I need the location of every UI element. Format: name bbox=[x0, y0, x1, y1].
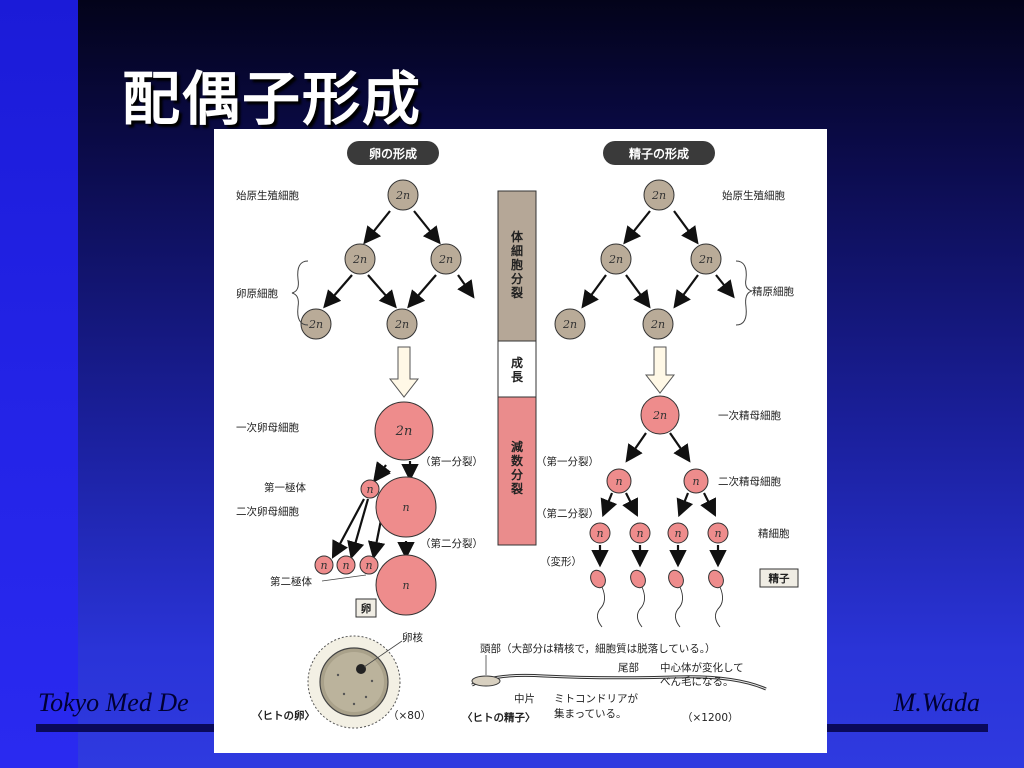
svg-text:n: n bbox=[365, 559, 372, 572]
svg-text:第二極体: 第二極体 bbox=[270, 575, 312, 588]
growth-arrow-right bbox=[644, 346, 676, 394]
svg-text:二次精母細胞: 二次精母細胞 bbox=[718, 475, 781, 488]
svg-text:分: 分 bbox=[511, 467, 523, 482]
oogenesis-pink-cells bbox=[314, 401, 437, 616]
oogenesis-tree bbox=[323, 210, 475, 560]
spermatogenesis-pink-cells bbox=[589, 395, 729, 544]
sperm-tails bbox=[597, 586, 723, 628]
gametogenesis-figure: 卵の形成 精子の形成 体 細 胞 分 裂 成 長 減 数 分 裂 bbox=[214, 129, 827, 753]
svg-text:2n: 2n bbox=[352, 253, 367, 266]
svg-text:集まっている。: 集まっている。 bbox=[554, 707, 627, 720]
stage-bar: 体 細 胞 分 裂 成 長 減 数 分 裂 bbox=[497, 190, 537, 546]
svg-text:2n: 2n bbox=[438, 253, 453, 266]
sperm-box: 精子 bbox=[759, 568, 799, 588]
svg-text:ミトコンドリアが: ミトコンドリアが bbox=[554, 692, 638, 705]
oogenesis-header: 卵の形成 bbox=[347, 141, 439, 165]
spermatogenesis-tree bbox=[581, 210, 735, 568]
svg-text:n: n bbox=[714, 527, 721, 540]
egg-box: 卵 bbox=[355, 598, 377, 618]
svg-text:べん毛になる。: べん毛になる。 bbox=[660, 676, 734, 688]
svg-text:n: n bbox=[636, 527, 643, 540]
svg-text:体: 体 bbox=[511, 229, 524, 244]
svg-text:2n: 2n bbox=[608, 253, 623, 266]
svg-text:n: n bbox=[596, 527, 603, 540]
svg-text:2n: 2n bbox=[395, 189, 410, 202]
svg-text:卵核: 卵核 bbox=[402, 631, 423, 644]
svg-text:（×80）: （×80） bbox=[388, 710, 431, 722]
human-sperm-illustration bbox=[471, 673, 767, 691]
spermatogenesis-header: 精子の形成 bbox=[603, 141, 715, 165]
slide-title: 配偶子形成 bbox=[122, 65, 423, 133]
svg-text:数: 数 bbox=[511, 453, 524, 468]
stage-growth bbox=[497, 340, 537, 398]
svg-text:頭部（大部分は精核で，細胞質は脱落している。）: 頭部（大部分は精核で，細胞質は脱落している。） bbox=[480, 642, 716, 655]
footer-author: M.Wada bbox=[893, 688, 980, 717]
oogenesis-gray-cells bbox=[300, 179, 462, 340]
svg-text:尾部: 尾部 bbox=[618, 661, 639, 674]
growth-arrow-left bbox=[388, 346, 420, 398]
svg-text:（×1200）: （×1200） bbox=[682, 712, 739, 724]
svg-text:長: 長 bbox=[511, 369, 524, 384]
svg-text:精子の形成: 精子の形成 bbox=[629, 146, 689, 161]
svg-text:始原生殖細胞: 始原生殖細胞 bbox=[722, 189, 785, 202]
svg-text:（第二分裂）: （第二分裂） bbox=[420, 537, 483, 550]
svg-text:（第一分裂）: （第一分裂） bbox=[536, 455, 599, 468]
svg-text:2n: 2n bbox=[562, 318, 577, 331]
svg-text:裂: 裂 bbox=[510, 481, 523, 496]
svg-text:n: n bbox=[366, 483, 373, 496]
svg-text:精子: 精子 bbox=[769, 572, 790, 585]
svg-text:細: 細 bbox=[511, 243, 523, 258]
footer-left-text: Tokyo Med De bbox=[38, 688, 189, 717]
svg-text:一次精母細胞: 一次精母細胞 bbox=[718, 409, 781, 422]
svg-text:n: n bbox=[674, 527, 681, 540]
spermatogenesis-gray-cells bbox=[554, 179, 722, 340]
svg-text:卵: 卵 bbox=[361, 602, 372, 615]
svg-text:一次卵母細胞: 一次卵母細胞 bbox=[236, 421, 299, 434]
svg-text:2n: 2n bbox=[651, 189, 666, 202]
svg-text:n: n bbox=[615, 475, 622, 488]
svg-text:n: n bbox=[402, 501, 409, 514]
svg-text:〈ヒトの精子〉: 〈ヒトの精子〉 bbox=[462, 711, 536, 724]
left-accent-bar bbox=[0, 0, 78, 768]
svg-text:（第二分裂）: （第二分裂） bbox=[536, 507, 599, 520]
human-egg-illustration bbox=[307, 635, 401, 729]
svg-text:（変形）: （変形） bbox=[540, 555, 582, 568]
svg-text:中心体が変化して: 中心体が変化して bbox=[660, 661, 744, 674]
svg-text:始原生殖細胞: 始原生殖細胞 bbox=[236, 189, 299, 202]
svg-text:2n: 2n bbox=[698, 253, 713, 266]
svg-text:卵の形成: 卵の形成 bbox=[369, 146, 417, 161]
svg-text:n: n bbox=[342, 559, 349, 572]
svg-text:n: n bbox=[320, 559, 327, 572]
svg-text:卵原細胞: 卵原細胞 bbox=[236, 287, 278, 300]
svg-text:二次卵母細胞: 二次卵母細胞 bbox=[236, 505, 299, 518]
svg-text:2n: 2n bbox=[650, 318, 665, 331]
svg-text:〈ヒトの卵〉: 〈ヒトの卵〉 bbox=[252, 709, 315, 722]
svg-text:2n: 2n bbox=[652, 409, 667, 422]
svg-text:中片: 中片 bbox=[514, 692, 535, 705]
svg-text:成: 成 bbox=[511, 355, 523, 370]
svg-text:分: 分 bbox=[511, 271, 523, 286]
svg-text:第一極体: 第一極体 bbox=[264, 481, 306, 494]
svg-text:n: n bbox=[692, 475, 699, 488]
svg-text:胞: 胞 bbox=[511, 257, 523, 272]
svg-text:2n: 2n bbox=[395, 424, 413, 439]
stage-meiosis bbox=[497, 396, 537, 546]
gametogenesis-diagram: 卵の形成 精子の形成 体 細 胞 分 裂 成 長 減 数 分 裂 bbox=[236, 141, 799, 729]
svg-text:裂: 裂 bbox=[510, 285, 523, 300]
svg-text:（第一分裂）: （第一分裂） bbox=[420, 455, 483, 468]
svg-text:精細胞: 精細胞 bbox=[758, 527, 790, 540]
svg-text:減: 減 bbox=[511, 439, 523, 454]
svg-text:2n: 2n bbox=[308, 318, 323, 331]
stage-mitosis bbox=[497, 190, 537, 342]
svg-text:2n: 2n bbox=[394, 318, 409, 331]
svg-text:n: n bbox=[402, 579, 409, 592]
svg-text:精原細胞: 精原細胞 bbox=[752, 285, 794, 298]
sperm-cells bbox=[590, 569, 724, 589]
